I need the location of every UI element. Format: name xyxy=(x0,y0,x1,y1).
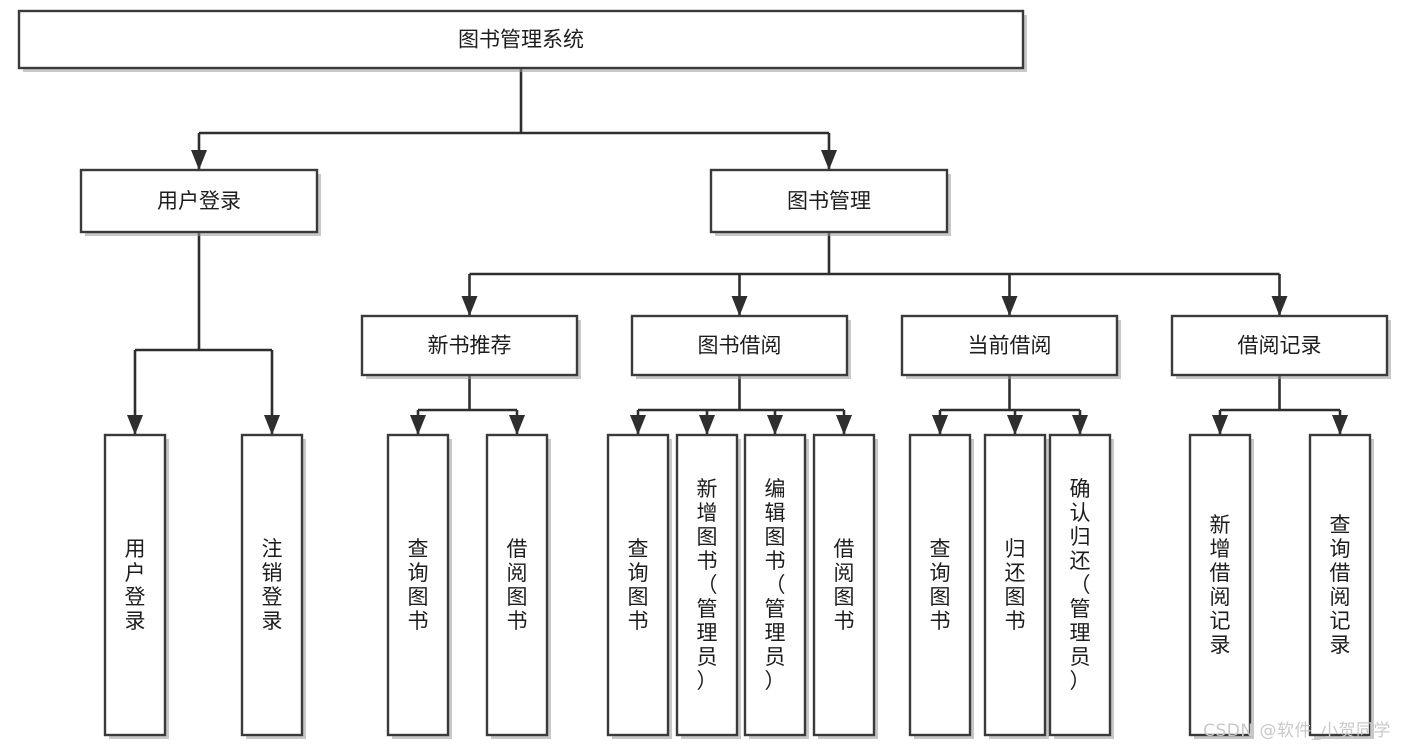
node-leaf-用户登录-0[interactable]: 用户登录 xyxy=(103,433,169,739)
node-label: 查询图书 xyxy=(930,537,951,633)
arrow-head-icon xyxy=(264,415,280,435)
node-label: 图书管理系统 xyxy=(458,28,584,52)
node-label: 新增借阅记录 xyxy=(1210,513,1231,657)
node-l3-当前借阅-2[interactable]: 当前借阅 xyxy=(900,314,1121,379)
node-label: 借阅图书 xyxy=(507,537,528,633)
arrow-head-icon xyxy=(836,415,852,435)
node-leaf-归还图书-9[interactable]: 归还图书 xyxy=(983,433,1049,739)
node-rect[interactable] xyxy=(709,168,949,234)
node-leaf-确认归还管理员-10[interactable]: 确认归还（管理员） xyxy=(1048,433,1114,739)
node-l3-新书推荐-0[interactable]: 新书推荐 xyxy=(360,314,581,379)
node-rect[interactable] xyxy=(1170,314,1389,377)
node-label: 编辑图书（管理员） xyxy=(765,477,786,693)
arrow-head-icon xyxy=(699,415,715,435)
arrow-head-icon xyxy=(821,150,837,170)
node-rect[interactable] xyxy=(360,314,579,377)
arrow-head-icon xyxy=(461,296,478,316)
node-label: 借阅记录 xyxy=(1238,334,1322,358)
node-label: 注销登录 xyxy=(262,537,283,633)
node-rect[interactable] xyxy=(743,433,807,737)
node-rect[interactable] xyxy=(630,314,849,377)
node-rect[interactable] xyxy=(17,9,1025,70)
node-rect[interactable] xyxy=(1188,433,1252,737)
node-leaf-借阅图书-7[interactable]: 借阅图书 xyxy=(812,433,878,739)
node-leaf-查询借阅记录-12[interactable]: 查询借阅记录 xyxy=(1308,433,1374,739)
node-rect[interactable] xyxy=(1048,433,1112,737)
arrow-head-icon xyxy=(731,296,748,316)
node-leaf-查询图书-4[interactable]: 查询图书 xyxy=(606,433,672,739)
arrow-head-icon xyxy=(191,150,207,170)
node-label: 查询图书 xyxy=(408,537,429,633)
node-l3-借阅记录-3[interactable]: 借阅记录 xyxy=(1170,314,1391,379)
arrow-head-icon xyxy=(509,415,525,435)
node-l2-用户登录-0[interactable]: 用户登录 xyxy=(79,168,321,236)
node-rect[interactable] xyxy=(900,314,1119,377)
node-rect[interactable] xyxy=(812,433,876,737)
node-label: 新书推荐 xyxy=(428,334,512,358)
node-rect[interactable] xyxy=(240,433,304,737)
node-label: 用户登录 xyxy=(157,189,241,213)
arrow-head-icon xyxy=(1001,296,1018,316)
node-label: 查询图书 xyxy=(628,537,649,633)
node-l2-图书管理-1[interactable]: 图书管理 xyxy=(709,168,951,236)
node-root-图书管理系统-0[interactable]: 图书管理系统 xyxy=(17,9,1027,72)
node-rect[interactable] xyxy=(103,433,167,737)
node-leaf-新增图书管理员-5[interactable]: 新增图书（管理员） xyxy=(675,433,741,739)
diagram-nodes: 图书管理系统用户登录图书管理新书推荐图书借阅当前借阅借阅记录用户登录注销登录查询… xyxy=(17,9,1391,739)
node-leaf-借阅图书-3[interactable]: 借阅图书 xyxy=(485,433,551,739)
node-rect[interactable] xyxy=(79,168,319,234)
arrow-head-icon xyxy=(932,415,948,435)
arrow-head-icon xyxy=(127,415,143,435)
node-rect[interactable] xyxy=(675,433,739,737)
node-leaf-查询图书-2[interactable]: 查询图书 xyxy=(386,433,452,739)
node-label: 查询借阅记录 xyxy=(1330,513,1351,657)
arrow-head-icon xyxy=(1072,415,1088,435)
node-label: 借阅图书 xyxy=(834,537,855,633)
node-label: 确认归还（管理员） xyxy=(1070,477,1091,693)
arrow-head-icon xyxy=(630,415,646,435)
node-rect[interactable] xyxy=(983,433,1047,737)
node-leaf-查询图书-8[interactable]: 查询图书 xyxy=(908,433,974,739)
arrow-head-icon xyxy=(1332,415,1348,435)
node-leaf-注销登录-1[interactable]: 注销登录 xyxy=(240,433,306,739)
node-label: 当前借阅 xyxy=(968,334,1052,358)
arrow-head-icon xyxy=(1212,415,1228,435)
node-rect[interactable] xyxy=(908,433,972,737)
arrow-head-icon xyxy=(410,415,426,435)
connector-lines xyxy=(127,68,1348,435)
node-leaf-新增借阅记录-11[interactable]: 新增借阅记录 xyxy=(1188,433,1254,739)
arrow-head-icon xyxy=(1007,415,1023,435)
arrow-head-icon xyxy=(767,415,783,435)
node-l3-图书借阅-1[interactable]: 图书借阅 xyxy=(630,314,851,379)
node-label: 图书借阅 xyxy=(698,334,782,358)
node-label: 图书管理 xyxy=(787,189,871,213)
node-rect[interactable] xyxy=(386,433,450,737)
arrow-head-icon xyxy=(1271,296,1288,316)
node-rect[interactable] xyxy=(485,433,549,737)
node-rect[interactable] xyxy=(606,433,670,737)
node-label: 归还图书 xyxy=(1005,537,1026,633)
node-label: 用户登录 xyxy=(125,537,146,633)
node-leaf-编辑图书管理员-6[interactable]: 编辑图书（管理员） xyxy=(743,433,809,739)
node-rect[interactable] xyxy=(1308,433,1372,737)
node-label: 新增图书（管理员） xyxy=(697,477,718,693)
